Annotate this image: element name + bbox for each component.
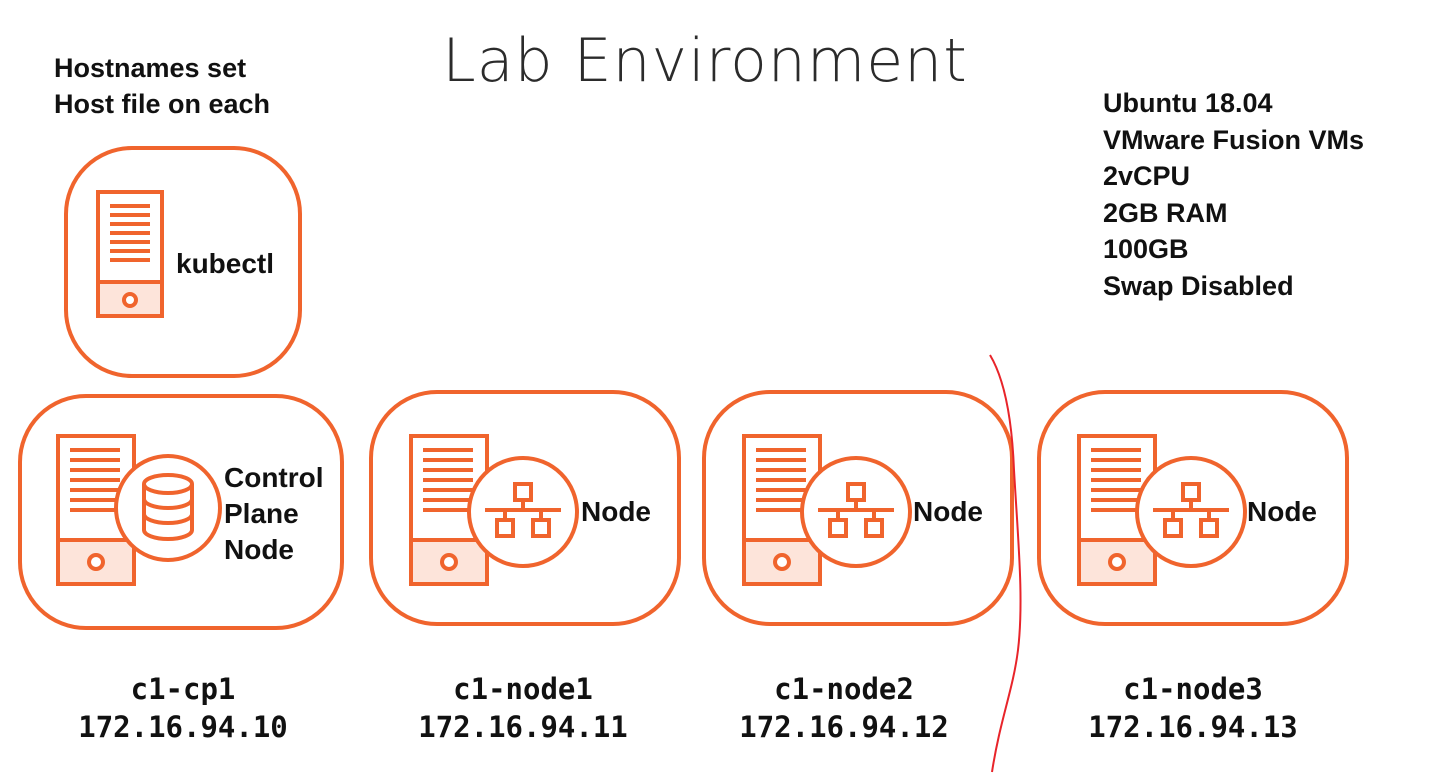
hostname: c1-node3 <box>1123 672 1263 706</box>
network-icon <box>800 456 912 568</box>
hostname: c1-node1 <box>453 672 593 706</box>
node2-label: Node <box>913 496 983 527</box>
hostname: c1-node2 <box>774 672 914 706</box>
server-icon <box>1077 434 1157 586</box>
page-title: Lab Environment <box>442 26 968 96</box>
network-icon <box>467 456 579 568</box>
spec-disk: 100GB <box>1103 234 1189 264</box>
ip-address: 172.16.94.12 <box>739 710 949 744</box>
kubectl-label: kubectl <box>176 248 275 279</box>
node2-box: Node <box>702 390 1014 626</box>
ip-address: 172.16.94.13 <box>1088 710 1298 744</box>
notes-left: Hostnames set Host file on each <box>54 50 270 122</box>
control-plane-label: Control Plane Node <box>224 462 324 565</box>
host-node1: c1-node1 172.16.94.11 <box>363 670 683 746</box>
server-icon <box>96 190 164 318</box>
vm-specs: Ubuntu 18.04 VMware Fusion VMs 2vCPU 2GB… <box>1103 85 1364 304</box>
spec-cpu: 2vCPU <box>1103 161 1191 191</box>
host-node2: c1-node2 172.16.94.12 <box>684 670 1004 746</box>
database-icon <box>114 454 222 562</box>
node1-box: Node <box>369 390 681 626</box>
ip-address: 172.16.94.10 <box>78 710 288 744</box>
note-hostfile: Host file on each <box>54 89 271 119</box>
network-icon <box>1135 456 1247 568</box>
node1-label: Node <box>581 496 651 527</box>
node3-label: Node <box>1247 496 1317 527</box>
ip-address: 172.16.94.11 <box>418 710 628 744</box>
spec-hypervisor: VMware Fusion VMs <box>1103 124 1365 155</box>
host-node3: c1-node3 172.16.94.13 <box>1033 670 1353 746</box>
server-icon <box>742 434 822 586</box>
spec-ram: 2GB RAM <box>1103 197 1228 228</box>
spec-swap: Swap Disabled <box>1103 270 1294 301</box>
hostname: c1-cp1 <box>130 672 236 706</box>
note-hostnames: Hostnames set <box>54 53 247 83</box>
kubectl-box: kubectl <box>64 146 302 378</box>
control-plane-box: Control Plane Node <box>18 394 344 630</box>
host-cp1: c1-cp1 172.16.94.10 <box>23 670 343 746</box>
node3-box: Node <box>1037 390 1349 626</box>
spec-os: Ubuntu 18.04 <box>1103 88 1273 118</box>
